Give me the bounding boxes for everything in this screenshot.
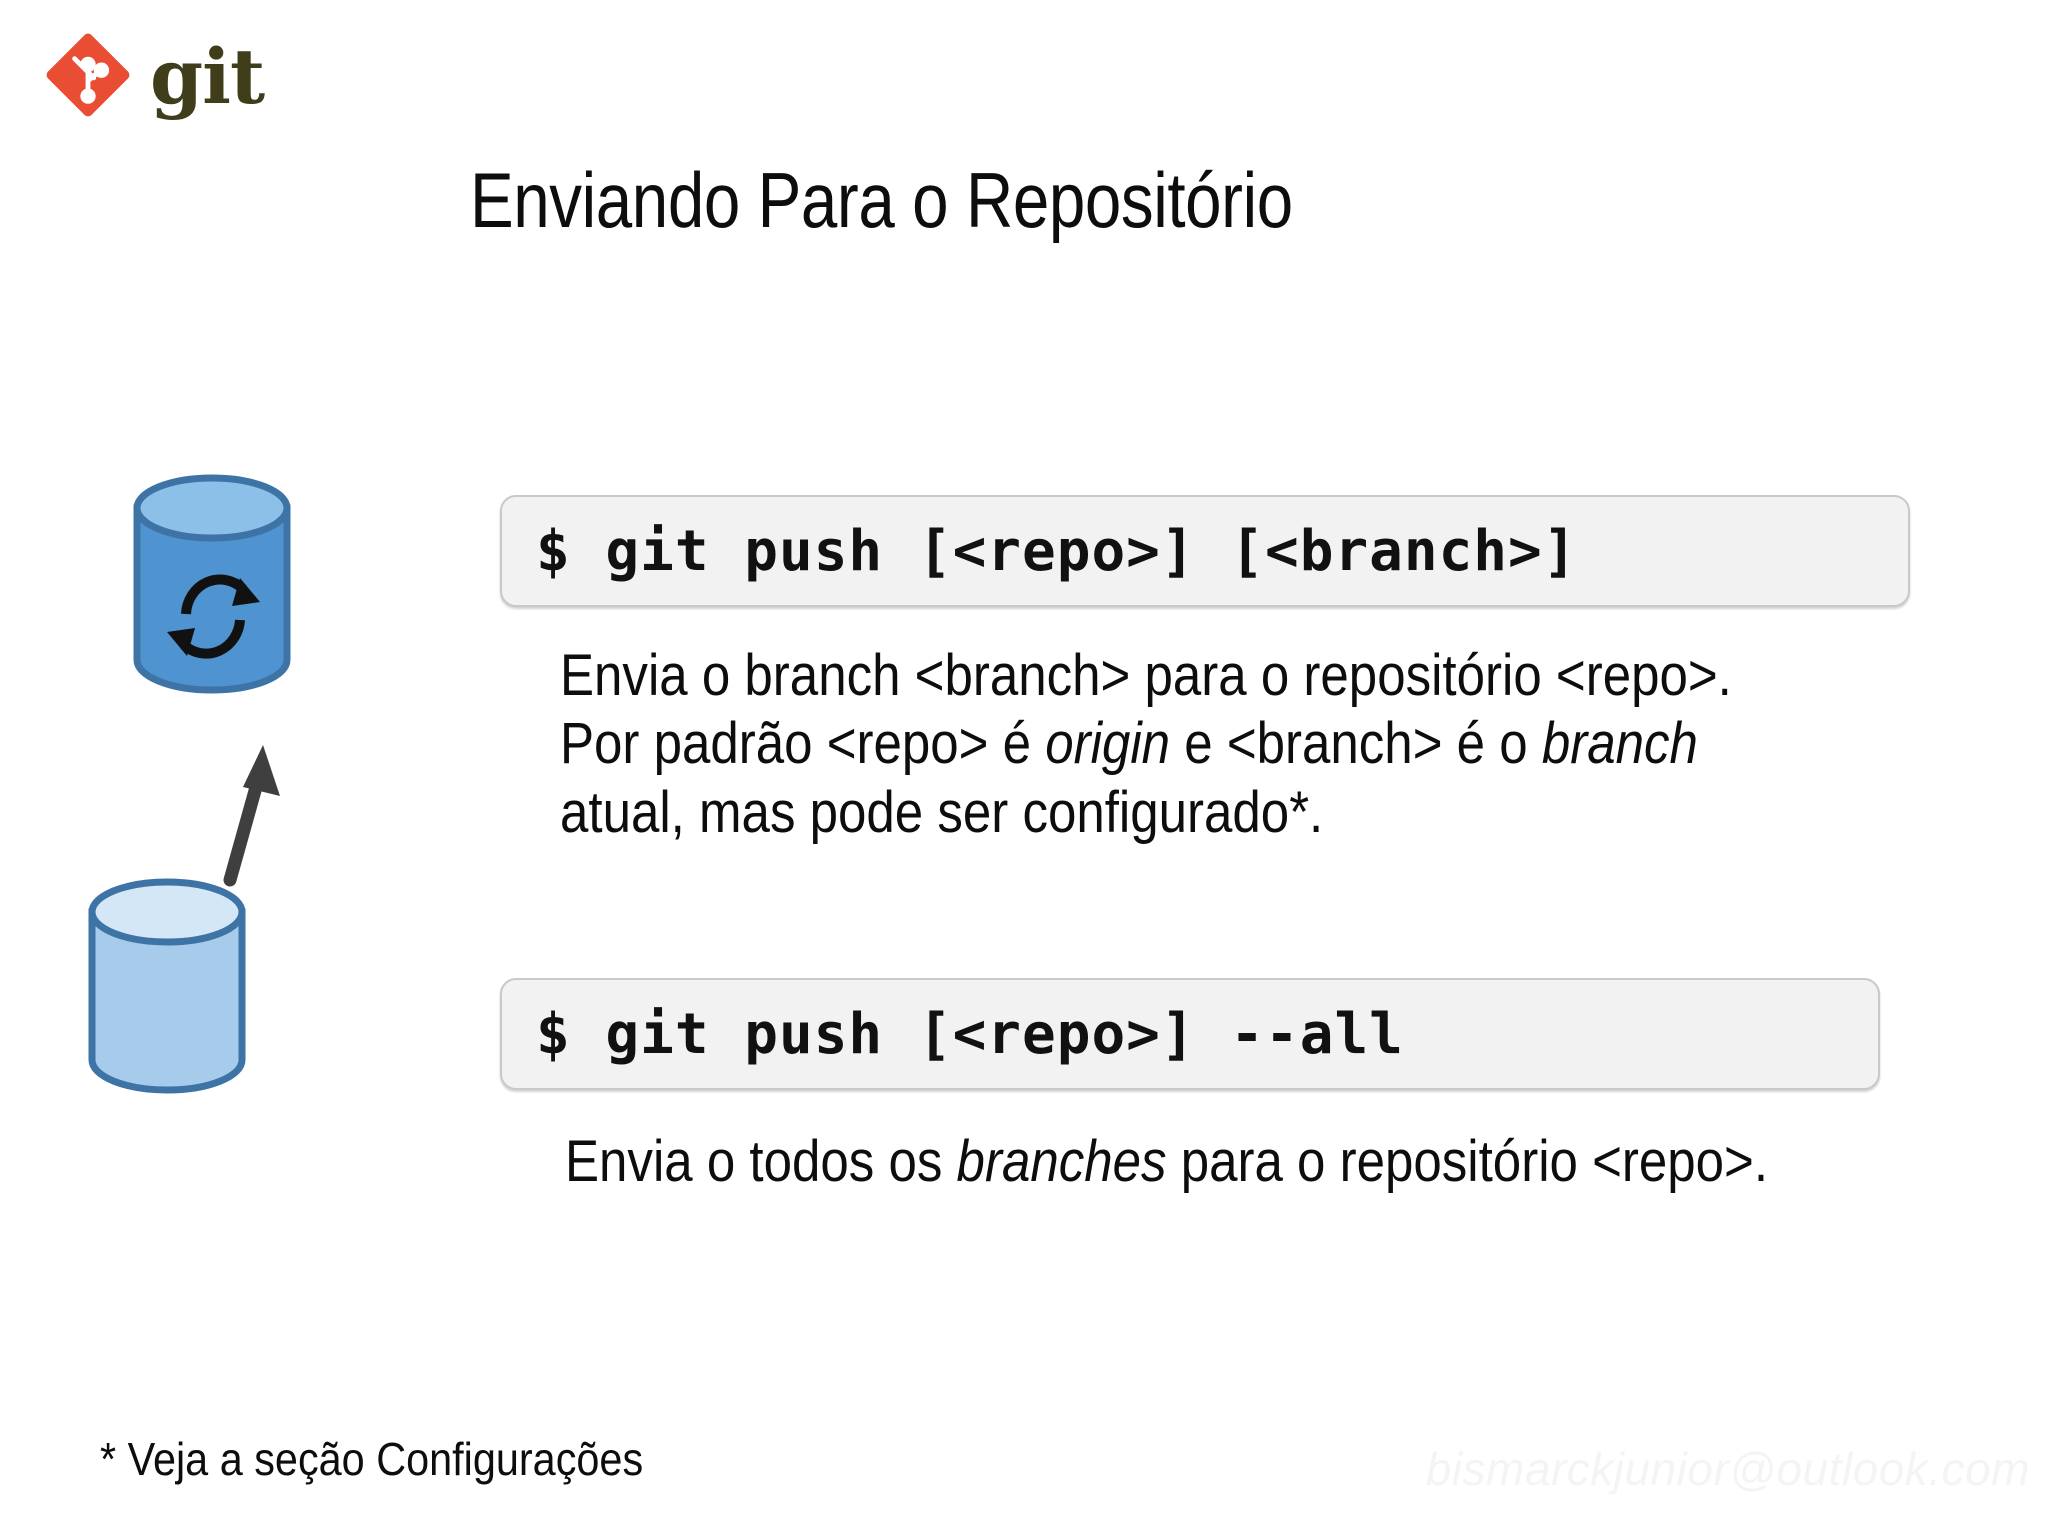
description-line: atual, mas pode ser configurado*.: [560, 779, 1732, 847]
command-description-push-all: Envia o todos os branches para o reposit…: [565, 1128, 1768, 1196]
git-diamond-logo-icon: [46, 33, 130, 117]
description-line: Envia o todos os branches para o reposit…: [565, 1128, 1768, 1196]
plain-text: para o repositório <repo>.: [1166, 1129, 1769, 1194]
repository-flow-diagram: [80, 460, 420, 1160]
plain-text: atual, mas pode ser configurado*.: [560, 779, 1324, 845]
remote-repository-cylinder: [133, 474, 291, 694]
footnote: * Veja a seção Configurações: [100, 1433, 644, 1485]
description-line: Envia o branch <branch> para o repositór…: [560, 642, 1732, 710]
circular-arrows-sync-icon: [180, 574, 247, 659]
plain-text: Por padrão <repo> é: [560, 711, 1046, 777]
command-box-push: $ git push [<repo>] [<branch>]: [500, 495, 1910, 607]
sync-arrowhead-top-icon: [232, 578, 260, 606]
local-repository-cylinder: [88, 878, 246, 1094]
emphasis-text: branches: [956, 1129, 1167, 1194]
author-watermark: bismarckjunior@outlook.com: [1425, 1443, 2030, 1495]
emphasis-text: origin: [1045, 711, 1171, 777]
emphasis-text: branch: [1541, 711, 1698, 777]
page-title: Enviando Para o Repositório: [470, 156, 1293, 244]
git-logo: git: [40, 20, 300, 130]
plain-text: e <branch> é o: [1170, 711, 1542, 777]
command-box-push-all: $ git push [<repo>] --all: [500, 978, 1880, 1090]
plain-text: Envia o branch <branch> para o repositór…: [560, 643, 1732, 708]
git-wordmark: git: [150, 32, 265, 121]
up-arrow-icon: [223, 745, 280, 887]
command-text-push-all: $ git push [<repo>] --all: [536, 1001, 1404, 1067]
command-text-push: $ git push [<repo>] [<branch>]: [536, 518, 1578, 584]
sync-arrowhead-bottom-icon: [167, 628, 195, 656]
plain-text: Envia o todos os: [565, 1129, 957, 1194]
description-line: Por padrão <repo> é origin e <branch> é …: [560, 710, 1732, 778]
command-description-push: Envia o branch <branch> para o repositór…: [560, 642, 1732, 847]
